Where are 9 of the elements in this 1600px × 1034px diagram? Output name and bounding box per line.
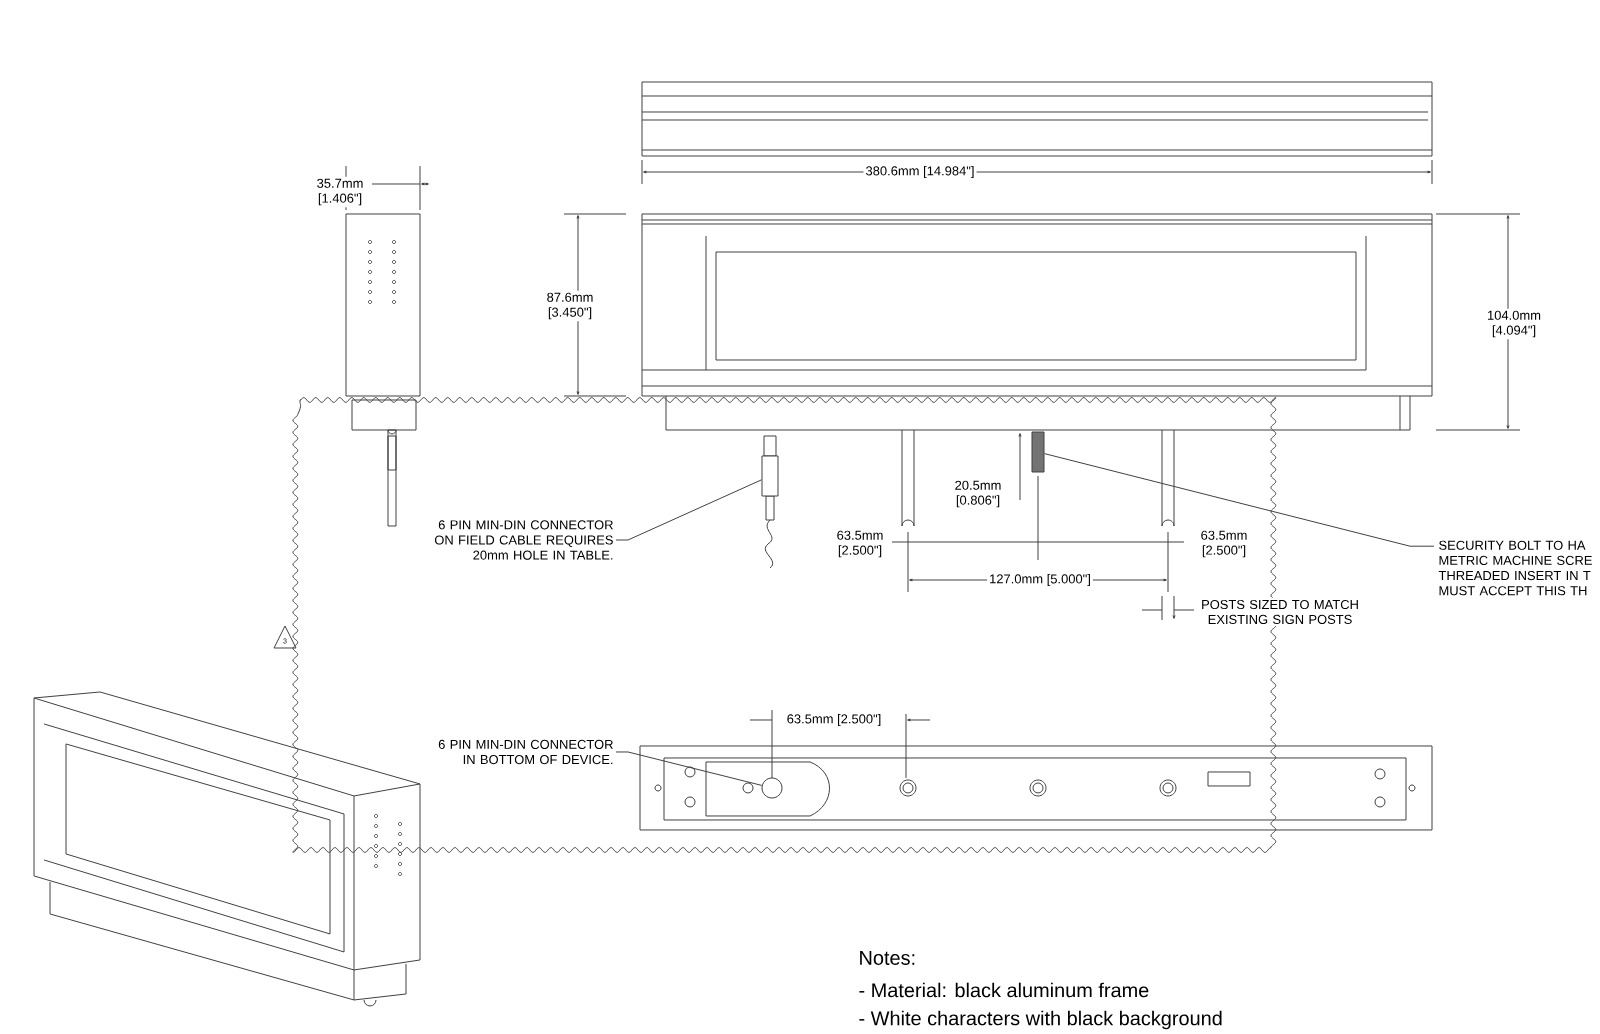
connector-socket (761, 777, 783, 799)
leader-line (615, 751, 763, 786)
note-text: - White characters with black background (856, 1008, 1225, 1032)
notes-heading: Notes: (856, 949, 919, 967)
leader-line (615, 479, 762, 541)
note-text: - Material: black aluminum frame (856, 980, 1152, 1000)
security-bolt (1031, 431, 1045, 473)
connector-plug (761, 455, 779, 497)
leader-line (1044, 453, 1435, 547)
